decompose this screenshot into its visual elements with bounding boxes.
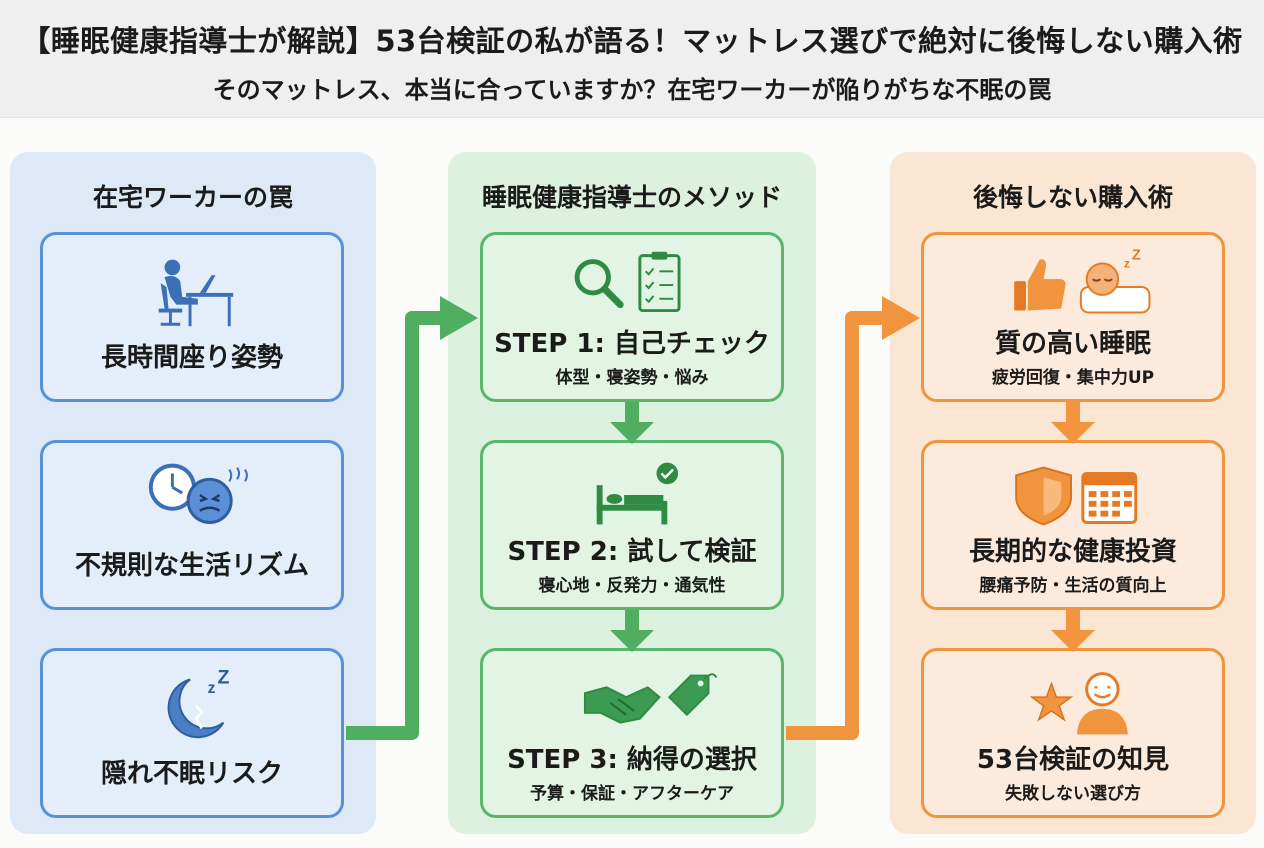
svg-text:Z: Z — [217, 666, 229, 688]
card-step1: STEP 1: 自己チェック 体型・寝姿勢・悩み — [480, 232, 784, 402]
handshake-tag-icon — [583, 673, 718, 724]
panel-title: 後悔しない購入術 — [972, 183, 1173, 212]
panel-sleep-method: 睡眠健康指導士のメソッド STEP 1: 自己チェック 体型・寝姿勢・悩み ST… — [448, 152, 816, 834]
panel-title: 睡眠健康指導士のメソッド — [481, 183, 782, 212]
card-step2: STEP 2: 試して検証 寝心地・反発力・通気性 — [480, 440, 784, 610]
thumbs-up-sleeping-face-icon: z Z — [1014, 248, 1151, 314]
panel-remote-worker-traps: 在宅ワーカーの罠 長時間座り姿勢 — [10, 152, 376, 834]
svg-text:Z: Z — [1132, 248, 1141, 264]
card-sub: 予算・保証・アフターケア — [530, 784, 734, 804]
card-hidden-insomnia: z Z 隠れ不眠リスク — [40, 648, 344, 818]
card-label: STEP 1: 自己チェック — [494, 329, 770, 359]
magnifier-checklist-icon — [574, 251, 681, 313]
header: 【睡眠健康指導士が解説】53台検証の私が語る！マットレス選びで絶対に後悔しない購… — [0, 0, 1264, 118]
card-irregular-rhythm: 不規則な生活リズム — [40, 440, 344, 610]
panel-no-regret-purchase: 後悔しない購入術 z Z 質の高い睡眠 疲労回復・集中力UP 長期的な健康投資 — [890, 152, 1256, 834]
clock-stressed-face-icon — [148, 463, 248, 524]
bed-check-icon — [596, 462, 679, 525]
page-subtitle: そのマットレス、本当に合っていますか？在宅ワーカーが陥りがちな不眠の罠 — [212, 76, 1052, 104]
card-label: 長時間座り姿勢 — [100, 343, 283, 373]
card-label: STEP 3: 納得の選択 — [507, 745, 757, 775]
page-title: 【睡眠健康指導士が解説】53台検証の私が語る！マットレス選びで絶対に後悔しない購… — [21, 24, 1243, 58]
card-long-sitting: 長時間座り姿勢 — [40, 232, 344, 402]
card-label: 質の高い睡眠 — [994, 329, 1151, 359]
card-label: STEP 2: 試して検証 — [507, 537, 757, 567]
svg-text:z: z — [208, 680, 216, 697]
card-step3: STEP 3: 納得の選択 予算・保証・アフターケア — [480, 648, 784, 818]
card-label: 不規則な生活リズム — [74, 551, 309, 581]
card-sub: 寝心地・反発力・通気性 — [538, 576, 726, 596]
star-person-icon — [1029, 672, 1128, 735]
card-label: 隠れ不眠リスク — [100, 759, 283, 789]
card-sub: 体型・寝姿勢・悩み — [555, 368, 709, 388]
panel-title: 在宅ワーカーの罠 — [92, 183, 293, 212]
shield-calendar-icon — [1015, 466, 1138, 526]
person-at-desk-icon — [158, 259, 234, 327]
card-53-reviews-knowledge: 53台検証の知見 失敗しない選び方 — [921, 648, 1225, 818]
card-label: 長期的な健康投資 — [968, 537, 1177, 567]
broken-moon-zzz-icon: z Z — [167, 666, 229, 739]
svg-text:z: z — [1124, 257, 1130, 270]
card-quality-sleep: z Z 質の高い睡眠 疲労回復・集中力UP — [921, 232, 1225, 402]
card-long-term-health: 長期的な健康投資 腰痛予防・生活の質向上 — [921, 440, 1225, 610]
card-label: 53台検証の知見 — [976, 745, 1170, 775]
card-sub: 疲労回復・集中力UP — [991, 368, 1155, 388]
card-sub: 失敗しない選び方 — [1005, 784, 1141, 804]
card-sub: 腰痛予防・生活の質向上 — [979, 576, 1167, 596]
